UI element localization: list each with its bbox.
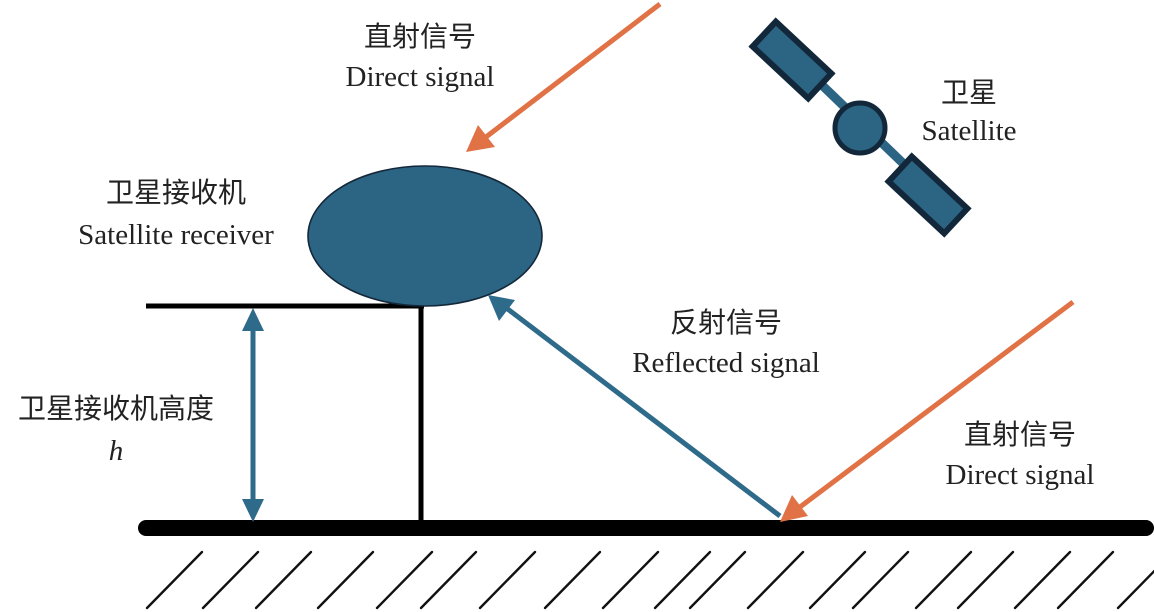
reflected-signal-label-en: Reflected signal [632, 347, 820, 379]
hatch-mark [1013, 550, 1072, 610]
hatch-mark [145, 550, 204, 610]
hatch-mark [851, 550, 910, 610]
hatch-mark [688, 550, 747, 610]
hatch-mark [543, 550, 602, 610]
hatch-mark [375, 550, 434, 610]
hatch-mark [254, 550, 313, 610]
hatch-mark [1056, 550, 1115, 610]
direct-signal-arrow-top [466, 2, 662, 152]
hatch-mark [1116, 569, 1154, 610]
direct-signal-arrow-bottom [780, 300, 1075, 522]
receiver-label-en: Satellite receiver [78, 219, 274, 251]
hatch-mark [746, 550, 805, 610]
hatch-mark [956, 550, 1015, 610]
height-label-zh: 卫星接收机高度 [18, 392, 214, 425]
satellite-icon [748, 17, 972, 238]
height-arrow [242, 308, 264, 522]
hatch-mark [419, 550, 478, 610]
height-symbol: h [109, 435, 124, 467]
hatch-mark [478, 550, 537, 610]
hatch-mark [914, 550, 973, 610]
ground-hatching [145, 550, 1154, 610]
reflected-signal-label-zh: 反射信号 [670, 306, 782, 339]
hatch-mark [601, 550, 660, 610]
direct-signal-bottom-label-en: Direct signal [946, 459, 1095, 491]
satellite-label-en: Satellite [921, 115, 1016, 147]
hatch-mark [808, 550, 867, 610]
receiver-label-zh: 卫星接收机 [106, 176, 246, 209]
direct-signal-top-label-zh: 直射信号 [364, 20, 476, 53]
satellite-label-zh: 卫星 [941, 76, 997, 109]
reflected-signal-arrow [488, 295, 782, 518]
hatch-mark [316, 550, 375, 610]
hatch-mark [201, 550, 260, 610]
direct-signal-top-label-en: Direct signal [346, 61, 495, 93]
direct-signal-bottom-label-zh: 直射信号 [964, 418, 1076, 451]
hatch-mark [653, 550, 712, 610]
receiver-icon [307, 165, 543, 307]
